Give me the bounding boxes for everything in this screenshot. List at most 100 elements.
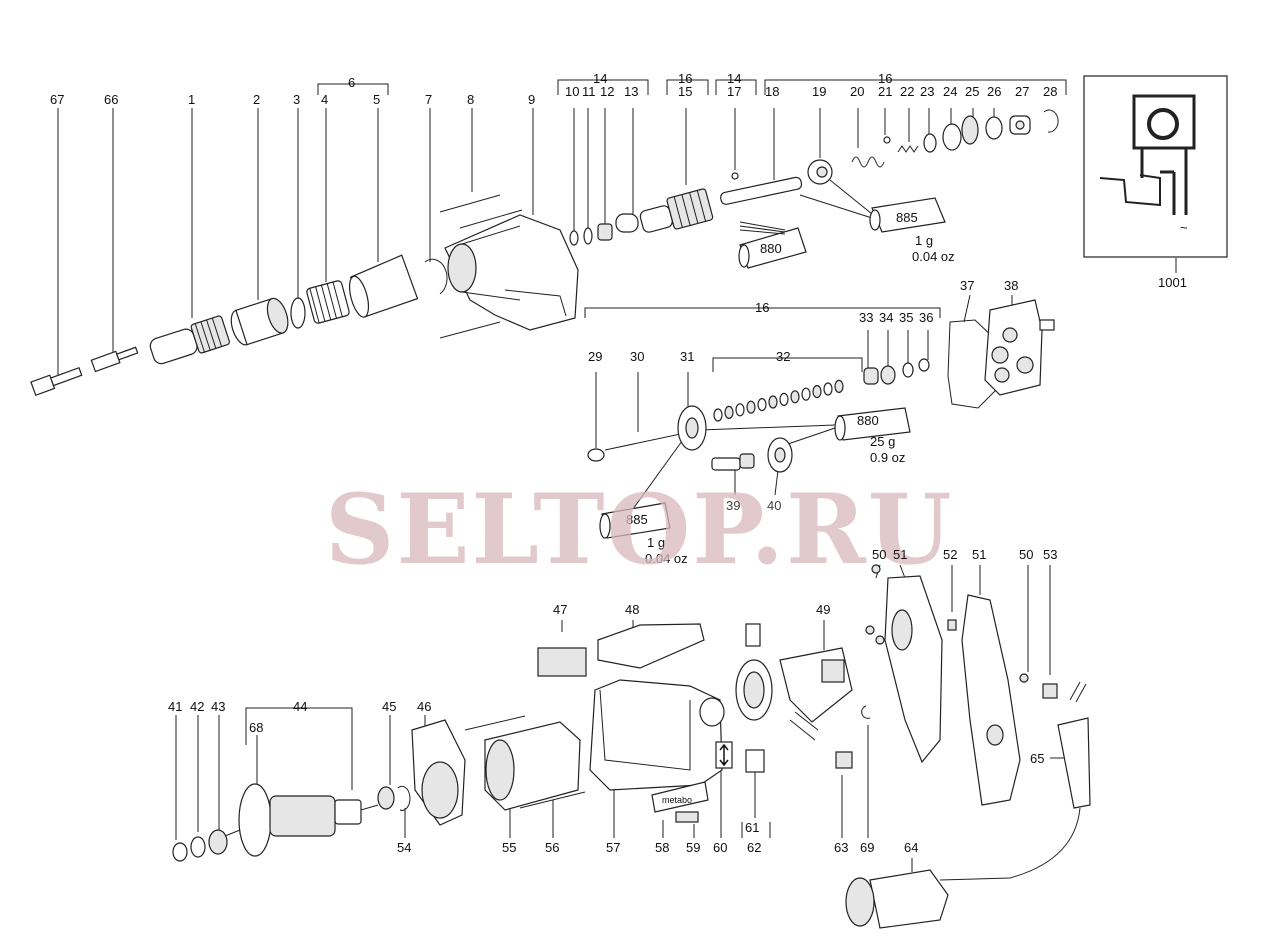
part-35-washer	[902, 362, 914, 378]
part-23-washer	[923, 133, 937, 153]
part-4-gear-sleeve	[306, 280, 350, 324]
part-label-3: 3	[293, 92, 300, 107]
part-label-27: 27	[1015, 84, 1029, 99]
part-19-cap	[807, 159, 833, 185]
part-57-motor-housing	[589, 679, 725, 791]
grease-tube-880-mid: 880 25 g 0.9 oz	[834, 407, 911, 465]
part-67-bit-holder	[30, 367, 83, 396]
part-64-cable	[939, 807, 1081, 881]
part-37-gasket	[947, 319, 997, 409]
part-38-bearing-plate	[984, 299, 1055, 396]
part-15-spindle	[639, 188, 714, 233]
part-45-bearing	[377, 786, 395, 810]
part-9-gear-housing	[444, 214, 579, 331]
part-labels: 67 66 1 2 3 6 4 5 7 8 9 14 10 11 12 13 1…	[50, 71, 1187, 855]
part-label-6: 6	[348, 75, 355, 90]
part-54-ring	[397, 785, 411, 811]
part-label-66: 66	[104, 92, 118, 107]
part-20-spring	[851, 156, 885, 168]
part-1-sleeve	[149, 315, 230, 365]
part-label-19: 19	[812, 84, 826, 99]
part-7-circlip	[424, 258, 448, 295]
part-label-62: 62	[747, 840, 761, 855]
part-51-handle-right	[961, 594, 1021, 806]
part-label-29: 29	[588, 349, 602, 364]
part-39-pinion	[711, 453, 755, 471]
part-58-brand-plate: metabo	[651, 781, 709, 813]
part-label-48: 48	[625, 602, 639, 617]
washer-32	[779, 392, 789, 406]
part-label-64: 64	[904, 840, 918, 855]
part-label-30: 30	[630, 349, 644, 364]
part-label-15: 15	[678, 84, 692, 99]
part-label-69: 69	[860, 840, 874, 855]
washer-32	[724, 405, 734, 419]
watermark-text: SELTOP.RU	[325, 473, 953, 586]
part-label-61: 61	[745, 820, 759, 835]
washer-32	[746, 400, 756, 414]
part-label-16: 16	[878, 71, 892, 86]
part-63-capacitor	[835, 751, 853, 769]
part-label-14: 14	[593, 71, 607, 86]
part-52-insert	[947, 619, 957, 631]
part-label-51: 51	[972, 547, 986, 562]
tube-code: 880	[760, 241, 782, 256]
part-label-11: 11	[582, 84, 596, 99]
part-label-65: 65	[1030, 751, 1044, 766]
part-label-24: 24	[943, 84, 957, 99]
part-label-43: 43	[211, 699, 225, 714]
part-5-collar	[348, 254, 419, 318]
part-label-20: 20	[850, 84, 864, 99]
tube-qty: 25 g	[870, 434, 895, 449]
part-label-13: 13	[624, 84, 638, 99]
part-64-plug	[845, 869, 949, 929]
grease-tube-885-top: 885 1 g 0.04 oz	[869, 197, 955, 264]
part-28-circlip	[1043, 109, 1059, 133]
part-label-1001: 1001	[1158, 275, 1187, 290]
part-59-label	[675, 811, 699, 823]
part-label-46: 46	[417, 699, 431, 714]
part-29-washer	[587, 448, 605, 462]
part-label-37: 37	[960, 278, 974, 293]
part-label-63: 63	[834, 840, 848, 855]
part-label-59: 59	[686, 840, 700, 855]
part-label-18: 18	[765, 84, 779, 99]
part-label-9: 9	[528, 92, 535, 107]
part-label-23: 23	[920, 84, 934, 99]
washer-32	[834, 379, 844, 393]
part-46-fan-guide	[411, 719, 466, 826]
part-60-direction-indicator	[715, 741, 733, 769]
washer-32	[801, 387, 811, 401]
parts-10-13-rings	[569, 213, 639, 246]
part-2-coupling	[230, 297, 289, 346]
part-label-31: 31	[680, 349, 694, 364]
part-label-54: 54	[397, 840, 411, 855]
washer-32	[812, 385, 822, 399]
grease-tube-880-top: 880	[738, 221, 807, 269]
chuck-and-gear-parts: ~	[30, 75, 1228, 473]
washer-32	[768, 395, 778, 409]
leader-lines	[57, 79, 1177, 872]
tube-qty-oz: 0.04 oz	[645, 551, 688, 566]
part-label-44: 44	[293, 699, 307, 714]
motor-and-housing-parts: metabo	[172, 564, 1091, 929]
wiring-diagram-1001: ~	[1083, 75, 1228, 258]
part-label-10: 10	[565, 84, 579, 99]
part-48-handle-cover	[597, 623, 705, 669]
part-label-8: 8	[467, 92, 474, 107]
wiring-ac-symbol: ~	[1180, 220, 1188, 235]
part-44-armature	[224, 783, 379, 857]
part-label-51: 51	[893, 547, 907, 562]
part-50-screws	[865, 564, 1029, 683]
part-27-clutch	[1009, 115, 1031, 135]
part-label-55: 55	[502, 840, 516, 855]
part-label-34: 34	[879, 310, 893, 325]
part-25-bearing	[961, 115, 979, 145]
part-label-26: 26	[987, 84, 1001, 99]
part-label-36: 36	[919, 310, 933, 325]
part-label-39: 39	[726, 498, 740, 513]
washer-32	[790, 390, 800, 404]
part-56-screws	[464, 715, 586, 809]
